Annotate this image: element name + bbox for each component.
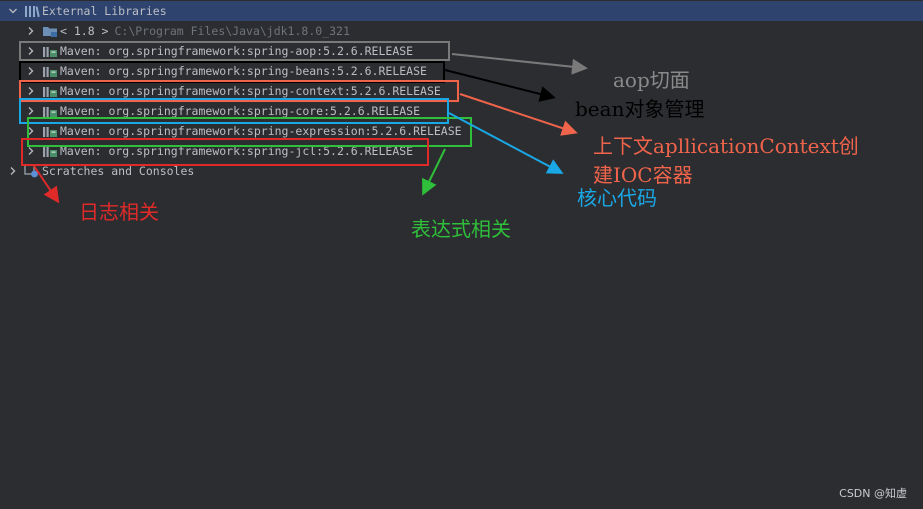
maven-library-icon [42, 144, 58, 158]
annotation-context-line1: 上下文apllicationContext创 [593, 134, 859, 158]
jdk-path-label: C:\Program Files\Java\jdk1.8.0_321 [114, 24, 350, 38]
jdk-folder-icon [42, 24, 58, 38]
maven-library-icon [42, 44, 58, 58]
library-label: Maven: org.springframework:spring-contex… [60, 84, 441, 98]
maven-library-icon [42, 124, 58, 138]
arrow-core [448, 112, 564, 174]
maven-library-icon [42, 84, 58, 98]
tree-node-spring-context[interactable]: Maven: org.springframework:spring-contex… [24, 81, 441, 101]
library-label: Maven: org.springframework:spring-beans:… [60, 64, 427, 78]
arrow-beans [444, 69, 556, 102]
chevron-right-icon[interactable] [24, 21, 38, 41]
chevron-right-icon[interactable] [24, 41, 38, 61]
chevron-right-icon[interactable] [6, 161, 20, 181]
maven-library-icon [42, 64, 58, 78]
tree-node-external-libraries[interactable]: External Libraries [0, 1, 923, 21]
library-icon [24, 4, 40, 18]
tree-node-spring-jcl[interactable]: Maven: org.springframework:spring-jcl:5.… [24, 141, 413, 161]
watermark: CSDN @知虚 [839, 487, 907, 500]
scratches-icon [24, 164, 40, 178]
chevron-right-icon[interactable] [24, 81, 38, 101]
arrow-aop [451, 53, 588, 75]
jdk-version-label: < 1.8 > [60, 24, 109, 38]
arrow-expression [422, 148, 446, 196]
annotation-jcl: 日志相关 [79, 200, 159, 224]
annotation-expression: 表达式相关 [411, 217, 511, 241]
tree-node-spring-expression[interactable]: Maven: org.springframework:spring-expres… [24, 121, 462, 141]
tree-node-spring-beans[interactable]: Maven: org.springframework:spring-beans:… [24, 61, 427, 81]
library-label: Maven: org.springframework:spring-core:5… [60, 104, 421, 118]
library-label: Maven: org.springframework:spring-aop:5.… [60, 44, 414, 58]
chevron-down-icon[interactable] [6, 1, 20, 21]
annotation-beans: bean对象管理 [575, 97, 705, 121]
chevron-right-icon[interactable] [24, 101, 38, 121]
chevron-right-icon[interactable] [24, 141, 38, 161]
maven-library-icon [42, 104, 58, 118]
tree-node-scratches[interactable]: Scratches and Consoles [6, 161, 194, 181]
annotation-core: 核心代码 [577, 186, 657, 210]
chevron-right-icon[interactable] [24, 121, 38, 141]
tree-node-label: Scratches and Consoles [42, 164, 195, 178]
tree-node-jdk[interactable]: < 1.8 > C:\Program Files\Java\jdk1.8.0_3… [24, 21, 350, 41]
tree-node-spring-aop[interactable]: Maven: org.springframework:spring-aop:5.… [24, 41, 413, 61]
annotation-aop: aop切面 [613, 68, 690, 92]
arrow-context [459, 93, 578, 136]
chevron-right-icon[interactable] [24, 61, 38, 81]
tree-node-spring-core[interactable]: Maven: org.springframework:spring-core:5… [24, 101, 420, 121]
library-label: Maven: org.springframework:spring-jcl:5.… [60, 144, 414, 158]
tree-node-label: External Libraries [42, 4, 167, 18]
annotation-context-line2: 建IOC容器 [593, 163, 693, 187]
library-label: Maven: org.springframework:spring-expres… [60, 124, 462, 138]
